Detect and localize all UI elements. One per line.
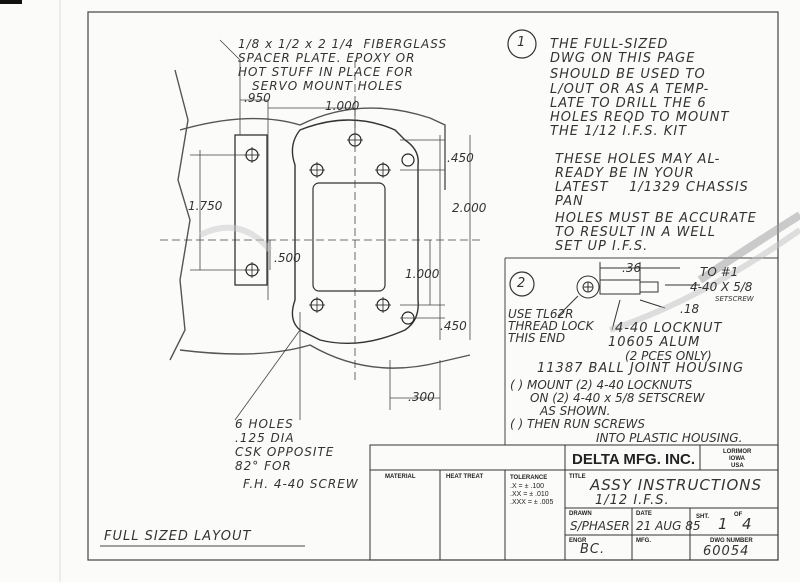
layout-label: FULL SIZED LAYOUT [104, 529, 252, 544]
dimension-lines [160, 39, 480, 421]
note2-locknut: 4-40 LOCKNUT [615, 321, 723, 336]
engr-label: ENGR [569, 538, 587, 544]
mount-holes [245, 133, 415, 325]
heat-treat-label: HEAT TREAT [446, 474, 484, 480]
location-line: LORIMOR [723, 449, 752, 455]
spacer-note-line: HOT STUFF IN PLACE FOR [238, 65, 414, 79]
note1-para2-line: LATEST 1/1329 CHASSIS [555, 180, 749, 195]
note1-line: THE FULL-SIZED [550, 37, 669, 52]
spacer-plate [234, 134, 268, 286]
note2-dim-36: .36 [622, 261, 642, 275]
mount-plate [291, 119, 419, 344]
title-label: TITLE [569, 474, 586, 480]
note2-step1-line: AS SHOWN. [540, 404, 611, 418]
note2-use-label: THIS END [508, 331, 566, 345]
dim-500: .500 [274, 251, 301, 265]
dim-450-top: .450 [447, 151, 474, 165]
dim-1750: 1.750 [188, 199, 223, 213]
holes-note-line: .125 DIA [235, 431, 295, 445]
holes-note-line: F.H. 4-40 SCREW [243, 477, 359, 491]
note1-line: DWG ON THIS PAGE [550, 51, 696, 66]
dim-2000: 2.000 [452, 201, 487, 215]
plate-cutout [312, 182, 386, 292]
title-line: 1/12 I.F.S. [595, 493, 670, 508]
note2-step2-line: ( ) THEN RUN SCREWS [510, 417, 646, 431]
note2-number: 2 [517, 276, 527, 291]
date-value: 21 AUG 85 [636, 519, 701, 533]
engr-value: BC. [580, 542, 606, 557]
note1-para2-line: PAN [555, 194, 584, 209]
tolerance-line: .XXX = ± .005 [510, 499, 554, 506]
note2-step1-line: ON (2) 4-40 x 5/8 SETSCREW [530, 391, 705, 405]
title-line: ASSY INSTRUCTIONS [590, 476, 763, 494]
dim-300: .300 [408, 390, 435, 404]
sheet-label: SHT. [696, 514, 710, 520]
smudge [198, 224, 273, 252]
note1-line: SHOULD BE USED TO [550, 67, 706, 82]
chassis-top-edge [179, 107, 446, 190]
note2-step1-line: ( ) MOUNT (2) 4-40 LOCKNUTS [510, 378, 693, 392]
note2-step2-line: INTO PLASTIC HOUSING. [596, 431, 743, 445]
chassis-left-edge [169, 69, 191, 361]
note2-setscrew-label: SETSCREW [715, 295, 754, 303]
hole-crosshairs [244, 132, 391, 313]
dwg-value: 60054 [703, 544, 750, 559]
spacer-note-line: SPACER PLATE. EPOXY OR [238, 51, 416, 65]
tolerance-label: TOLERANCE [510, 475, 548, 481]
note1-para3-line: SET UP I.F.S. [555, 239, 649, 254]
note2-circle [509, 271, 535, 297]
title-block-grid [369, 444, 779, 561]
note2-use-label: USE TL62R [508, 307, 574, 321]
holes-note-line: 6 HOLES [235, 417, 294, 431]
sheet-total: 4 [742, 515, 753, 533]
location-line: USA [731, 463, 744, 469]
note2-alum: 10605 ALUM [608, 335, 701, 350]
drawn-label: DRAWN [569, 511, 592, 517]
sheet-value: 1 [718, 515, 729, 533]
note2-dim-18: .18 [680, 302, 700, 316]
spacer-note-line: SERVO MOUNT HOLES [252, 79, 404, 93]
note1-para2-line: THESE HOLES MAY AL- [555, 152, 721, 167]
note1-para3-line: HOLES MUST BE ACCURATE [555, 211, 757, 226]
note1-circle [507, 29, 537, 59]
tolerance-line: .X = ± .100 [510, 483, 545, 490]
holes-note-line: 82° FOR [235, 459, 292, 473]
mfg-label: MFG. [636, 538, 651, 544]
dwg-label: DWG NUMBER [710, 538, 753, 544]
dim-950: .950 [244, 91, 271, 105]
company-name: DELTA MFG. INC. [572, 451, 696, 468]
note1-line: HOLES REQD TO MOUNT [550, 110, 730, 125]
note1-para2-line: READY BE IN YOUR [555, 166, 695, 181]
drawn-value: S/PHASER [570, 519, 630, 533]
dim-450-bot: .450 [440, 319, 467, 333]
dim-1000-mid: 1.000 [405, 267, 440, 281]
smudge [697, 211, 800, 284]
corner-mark [0, 0, 22, 4]
note1-number: 1 [517, 35, 527, 50]
ball-joint-detail [557, 262, 700, 331]
note2-to-label: TO #1 [700, 265, 739, 279]
of-label: OF [734, 512, 743, 518]
date-label: DATE [636, 511, 652, 517]
location-line: IOWA [729, 456, 745, 462]
tolerance-line: .XX = ± .010 [510, 491, 549, 498]
note2-alum-qty: (2 PCES ONLY) [625, 349, 712, 363]
hole [401, 153, 415, 167]
note1-line: L/OUT OR AS A TEMP- [550, 82, 710, 97]
note1-para3-line: TO RESULT IN A WELL [555, 225, 717, 240]
note2-setscrew: 4-40 X 5/8 [690, 280, 753, 294]
material-label: MATERIAL [385, 474, 416, 480]
chassis-bottom-edge [179, 344, 471, 369]
note2-housing: 11387 BALL JOINT HOUSING [537, 361, 745, 376]
note2-use-label: THREAD LOCK [508, 319, 594, 333]
smudge [609, 227, 800, 333]
note1-line: THE 1/12 I.F.S. KIT [550, 124, 688, 139]
holes-note-line: CSK OPPOSITE [235, 445, 335, 459]
spacer-note-line: 1/8 x 1/2 x 2 1/4 FIBERGLASS [238, 37, 448, 51]
note1-line: LATE TO DRILL THE 6 [550, 96, 707, 111]
dim-1000-top: 1.000 [325, 99, 360, 113]
